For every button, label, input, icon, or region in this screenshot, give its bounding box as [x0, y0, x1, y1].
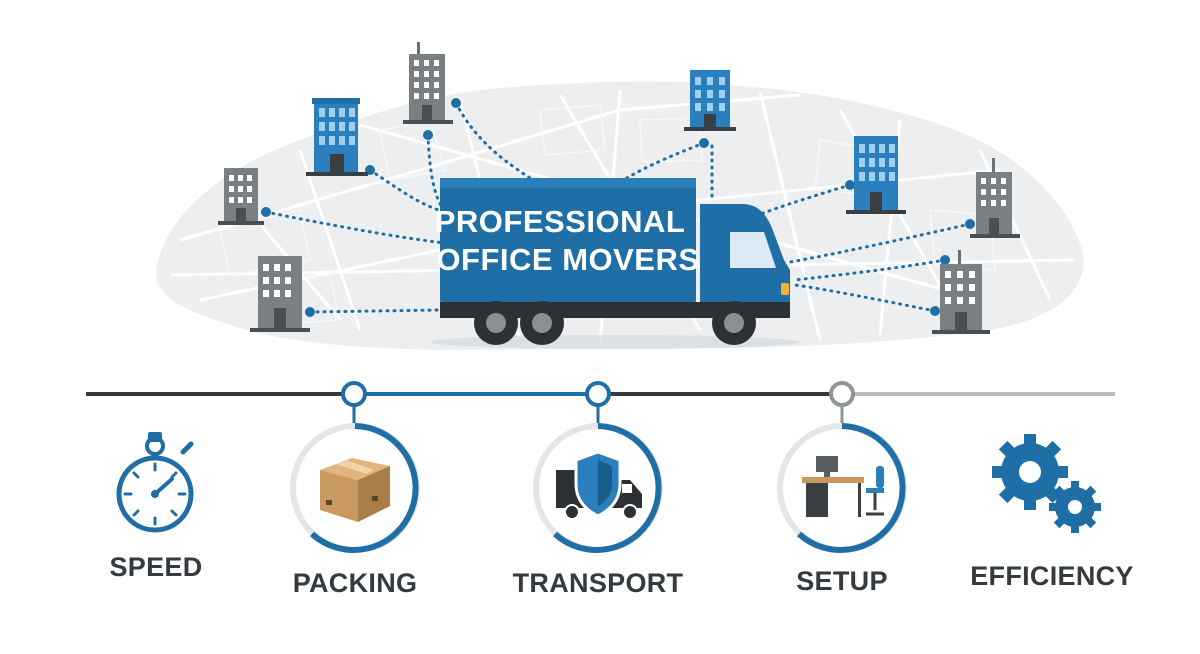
feature-label-efficiency: EFFICIENCY	[970, 561, 1134, 591]
blue-building-icon	[306, 98, 368, 176]
office-desk-icon	[802, 456, 884, 517]
gray-building-icon	[970, 158, 1020, 238]
truck-shield-icon	[556, 450, 642, 520]
feature-label-speed: SPEED	[109, 552, 202, 582]
truck-headlight	[781, 283, 789, 295]
truck-title-line1: PROFESSIONAL	[435, 204, 686, 239]
blue-building-icon	[846, 136, 906, 214]
feature-packing: PACKING	[290, 423, 420, 598]
feature-efficiency: EFFICIENCY	[970, 434, 1134, 591]
gray-building-icon	[250, 256, 310, 332]
timeline-node	[341, 381, 367, 424]
feature-label-packing: PACKING	[293, 568, 418, 598]
gray-building-icon	[403, 42, 453, 124]
feature-label-transport: TRANSPORT	[513, 568, 684, 598]
timeline-node	[585, 381, 611, 424]
cardboard-box-icon	[320, 458, 390, 522]
truck-wheel	[520, 301, 564, 345]
stopwatch-icon	[116, 432, 194, 533]
timeline	[86, 381, 1115, 424]
gray-building-icon	[218, 168, 264, 225]
moving-truck: PROFESSIONAL OFFICE MOVERS	[430, 178, 800, 349]
truck-window	[730, 232, 776, 268]
feature-label-setup: SETUP	[796, 566, 888, 596]
timeline-node	[829, 381, 855, 424]
truck-wheel	[712, 301, 756, 345]
truck-wheel	[474, 301, 518, 345]
feature-transport: TRANSPORT	[513, 423, 684, 598]
gears-icon	[992, 434, 1101, 533]
connection-nodes	[261, 98, 975, 317]
gray-building-icon	[932, 250, 990, 334]
truck-title-line2: OFFICE MOVERS	[436, 242, 699, 277]
truck-cargo-box	[440, 178, 696, 304]
feature-setup: SETUP	[777, 423, 907, 596]
blue-building-icon	[684, 70, 736, 131]
feature-speed: SPEED	[109, 432, 202, 582]
